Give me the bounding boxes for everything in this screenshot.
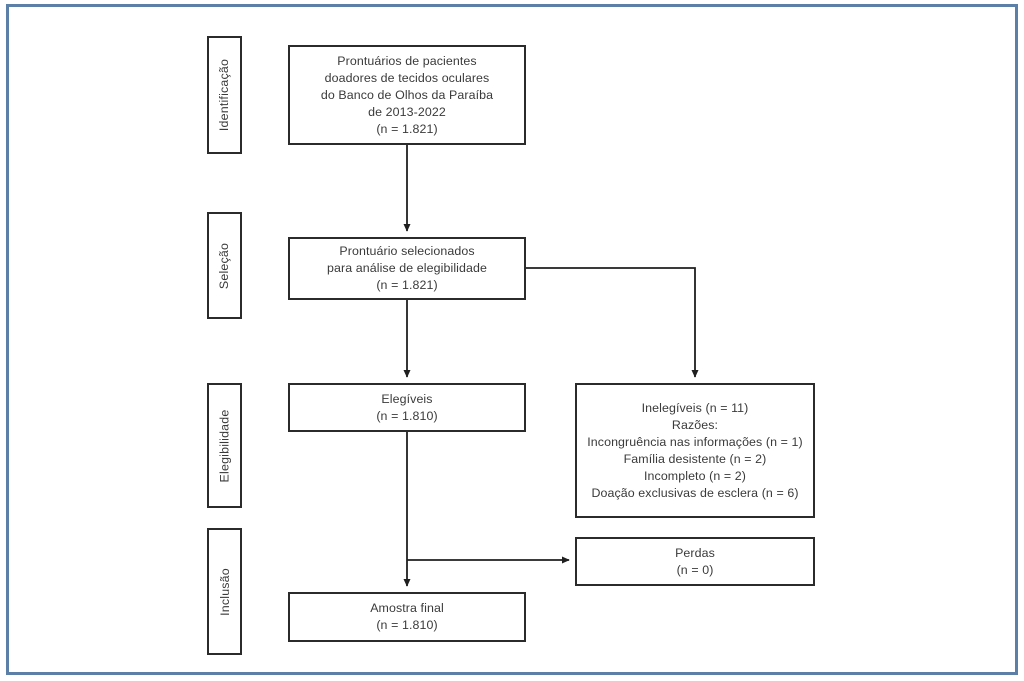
edge-screened-to-ineligible (526, 267, 699, 378)
node-count: (n = 0) (676, 562, 714, 577)
node-reason: Família desistente (n = 2) (623, 451, 767, 466)
stage-label-text: Identificação (217, 58, 232, 132)
node-line: Perdas (675, 545, 715, 560)
node-line: Elegíveis (381, 391, 433, 406)
stage-label-text: Seleção (217, 242, 232, 289)
stage-label-text: Elegibilidade (217, 409, 232, 482)
node-records-identified: Prontuários de pacientes doadores de tec… (288, 45, 526, 145)
stage-label-selecao: Seleção (207, 212, 242, 319)
stage-label-text: Inclusão (217, 567, 232, 616)
node-reason: Incompleto (n = 2) (643, 468, 746, 483)
stage-label-elegibilidade: Elegibilidade (207, 383, 242, 508)
stage-label-inclusao: Inclusão (207, 528, 242, 655)
node-final-sample: Amostra final (n = 1.810) (288, 592, 526, 642)
node-ineligible: Inelegíveis (n = 11) Razões: Incongruênc… (575, 383, 815, 518)
node-count: (n = 1.821) (376, 121, 438, 136)
node-eligible: Elegíveis (n = 1.810) (288, 383, 526, 432)
node-line: de 2013-2022 (368, 104, 446, 119)
node-line: Prontuário selecionados (339, 244, 475, 258)
node-reason: Doação exclusivas de esclera (n = 6) (591, 485, 799, 500)
node-losses: Perdas (n = 0) (575, 537, 815, 586)
node-line: Amostra final (370, 601, 444, 615)
node-count: (n = 1.810) (376, 618, 438, 632)
node-line: doadores de tecidos oculares (324, 70, 490, 85)
node-line: Razões: (671, 417, 719, 432)
stage-label-identificacao: Identificação (207, 36, 242, 154)
node-line: do Banco de Olhos da Paraíba (320, 87, 494, 102)
node-line: Inelegíveis (n = 11) (641, 400, 749, 415)
node-records-screened: Prontuário selecionados para análise de … (288, 237, 526, 300)
node-count: (n = 1.821) (376, 278, 438, 292)
node-reason: Incongruência nas informações (n = 1) (587, 434, 803, 449)
node-line: para análise de elegibilidade (327, 261, 487, 275)
node-line: Prontuários de pacientes (337, 53, 477, 68)
node-count: (n = 1.810) (376, 408, 438, 423)
